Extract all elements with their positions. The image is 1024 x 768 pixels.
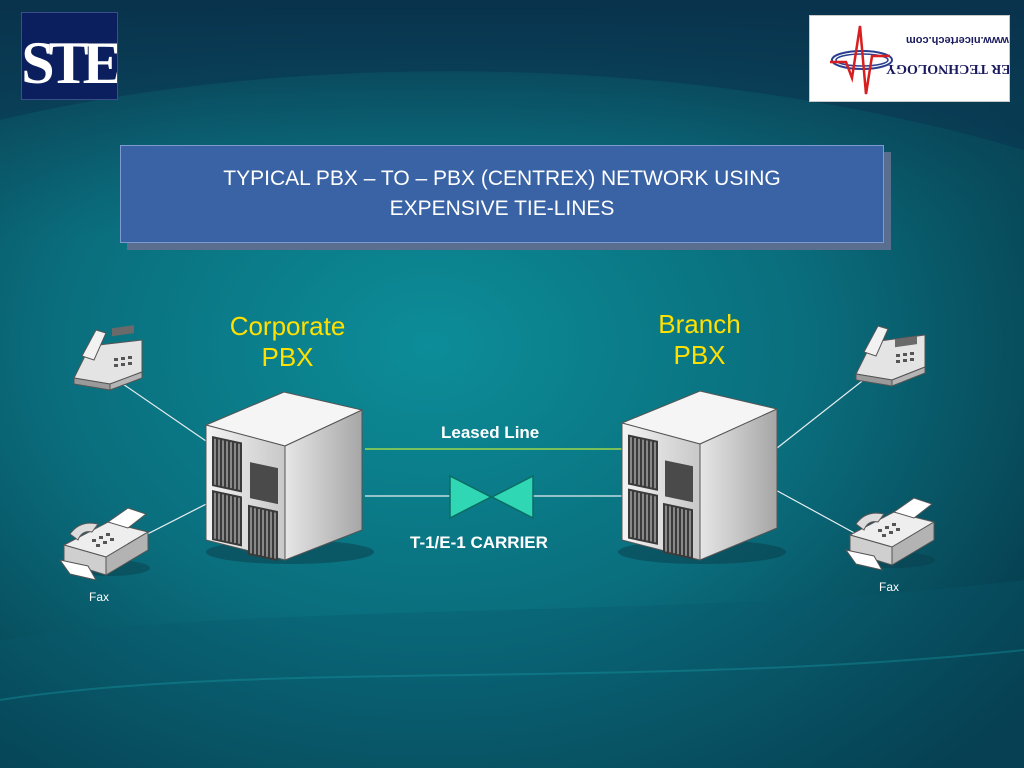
telephone-icon-right [855,325,926,387]
leased-line-label: Leased Line [441,423,540,442]
branch-pbx-label: Branch PBX [622,309,777,371]
fax-label-right: Fax [879,580,900,594]
ste-logo: STE [21,12,126,100]
line-fax-branch [771,487,859,536]
title-box: TYPICAL PBX – TO – PBX (CENTREX) NETWORK… [120,145,884,243]
title-line-2: EXPENSIVE TIE-LINES [389,197,615,220]
fax-machine-icon-right [844,497,936,571]
carrier-label: T-1/E-1 CARRIER [410,533,548,552]
svg-text:STE: STE [22,30,117,96]
corporate-pbx-server-icon [204,391,374,564]
telephone-icon-left [73,325,143,391]
nicer-technology-logo: NICER TECHNOLOGY www.nicertech.com [809,15,1010,102]
slide-title: TYPICAL PBX – TO – PBX (CENTREX) NETWORK… [223,164,780,224]
corporate-label-line1: Corporate [229,311,346,341]
branch-label-line1: Branch [658,309,741,339]
title-line-1: TYPICAL PBX – TO – PBX (CENTREX) NETWORK… [223,167,781,190]
line-phone-corporate [119,381,223,453]
valve-icon [449,474,534,520]
branch-label-line2: PBX [673,340,726,370]
corporate-pbx-label: Corporate PBX [210,311,365,373]
line-phone-branch [771,377,867,453]
fax-label-left: Fax [89,590,110,604]
branch-pbx-server-icon [618,390,786,564]
corporate-label-line2: PBX [261,342,314,372]
fax-machine-icon-left [58,507,150,581]
